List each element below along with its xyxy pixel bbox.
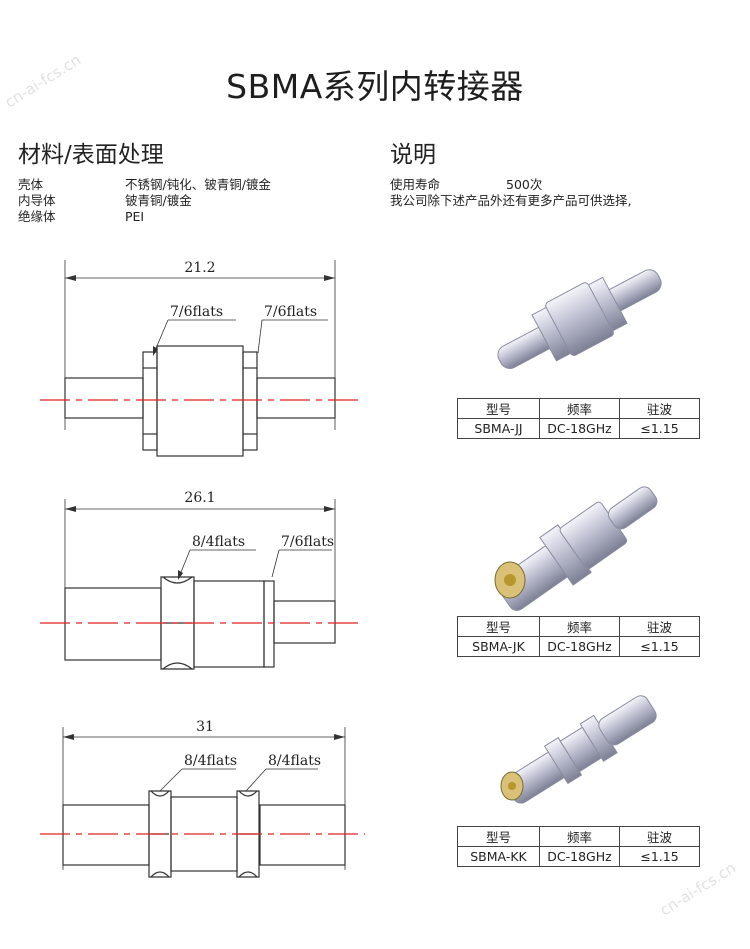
product-image-sbma-kk [490,690,670,814]
flats-label-right: 7/6flats [264,304,317,320]
materials-value: 铍青铜/镀金 [125,193,192,208]
table-header-row: 型号 频率 驻波 [457,826,700,847]
header-vswr: 驻波 [619,826,700,847]
cell-vswr: ≤1.15 [619,636,700,657]
note-row: 我公司除下述产品外还有更多产品可供选择, [390,193,631,209]
dimension-length: 21.2 [184,260,215,276]
materials-spec: 壳体 不锈钢/钝化、铍青铜/镀金 内导体 铍青铜/镀金 绝缘体 PEI [18,177,271,225]
header-frequency: 频率 [539,826,620,847]
dimension-length: 31 [196,719,214,735]
cell-frequency: DC-18GHz [539,636,620,657]
product-image-sbma-jj [480,255,680,389]
header-vswr: 驻波 [619,398,700,419]
cell-frequency: DC-18GHz [539,846,620,867]
cell-model: SBMA-JJ [457,418,540,439]
life-value: 500次 [506,177,543,192]
cell-model: SBMA-KK [457,846,540,867]
header-vswr: 驻波 [619,616,700,637]
drawing-sbma-jj: 21.2 7/6flats 7/6flats [0,250,390,460]
dimension-length: 26.1 [184,490,215,506]
table-header-row: 型号 频率 驻波 [457,616,700,637]
materials-row: 内导体 铍青铜/镀金 [18,193,271,209]
spec-table-sbma-kk: 型号 频率 驻波 SBMA-KK DC-18GHz ≤1.15 [457,826,700,867]
materials-label: 绝缘体 [18,209,56,224]
watermark: cn-ai-fcs.cn [656,858,740,920]
product-image-sbma-jk [480,478,680,617]
materials-value: 不锈钢/钝化、铍青铜/镀金 [125,177,271,192]
flats-label-right: 7/6flats [281,534,334,550]
header-frequency: 频率 [539,398,620,419]
spec-table-sbma-jk: 型号 频率 驻波 SBMA-JK DC-18GHz ≤1.15 [457,616,700,657]
description-note: 我公司除下述产品外还有更多产品可供选择, [390,193,632,208]
header-model: 型号 [457,398,540,419]
flats-label-left: 8/4flats [192,534,245,550]
table-row: SBMA-JJ DC-18GHz ≤1.15 [457,418,700,439]
materials-row: 绝缘体 PEI [18,209,271,225]
page-title: SBMA系列内转接器 [226,67,524,106]
flats-label-left: 8/4flats [184,753,237,769]
materials-value: PEI [125,209,145,224]
header-frequency: 频率 [539,616,620,637]
cell-model: SBMA-JK [457,636,540,657]
materials-label: 壳体 [18,177,44,192]
flats-label-left: 7/6flats [170,304,223,320]
table-row: SBMA-KK DC-18GHz ≤1.15 [457,846,700,867]
table-header-row: 型号 频率 驻波 [457,398,700,419]
cell-vswr: ≤1.15 [619,846,700,867]
table-row: SBMA-JK DC-18GHz ≤1.15 [457,636,700,657]
description-spec: 使用寿命 500次 我公司除下述产品外还有更多产品可供选择, [390,177,631,209]
materials-row: 壳体 不锈钢/钝化、铍青铜/镀金 [18,177,271,193]
materials-heading: 材料/表面处理 [18,142,164,168]
cell-frequency: DC-18GHz [539,418,620,439]
life-label: 使用寿命 [390,177,441,192]
materials-label: 内导体 [18,193,56,208]
cell-vswr: ≤1.15 [619,418,700,439]
drawing-sbma-jk: 26.1 8/4flats 7/6flats [0,485,390,685]
spec-table-sbma-jj: 型号 频率 驻波 SBMA-JJ DC-18GHz ≤1.15 [457,398,700,439]
header-model: 型号 [457,826,540,847]
flats-label-right: 8/4flats [268,753,321,769]
description-heading: 说明 [390,142,436,168]
life-row: 使用寿命 500次 [390,177,631,193]
header-model: 型号 [457,616,540,637]
drawing-sbma-kk: 31 8/4flats 8/4flats [0,715,390,890]
